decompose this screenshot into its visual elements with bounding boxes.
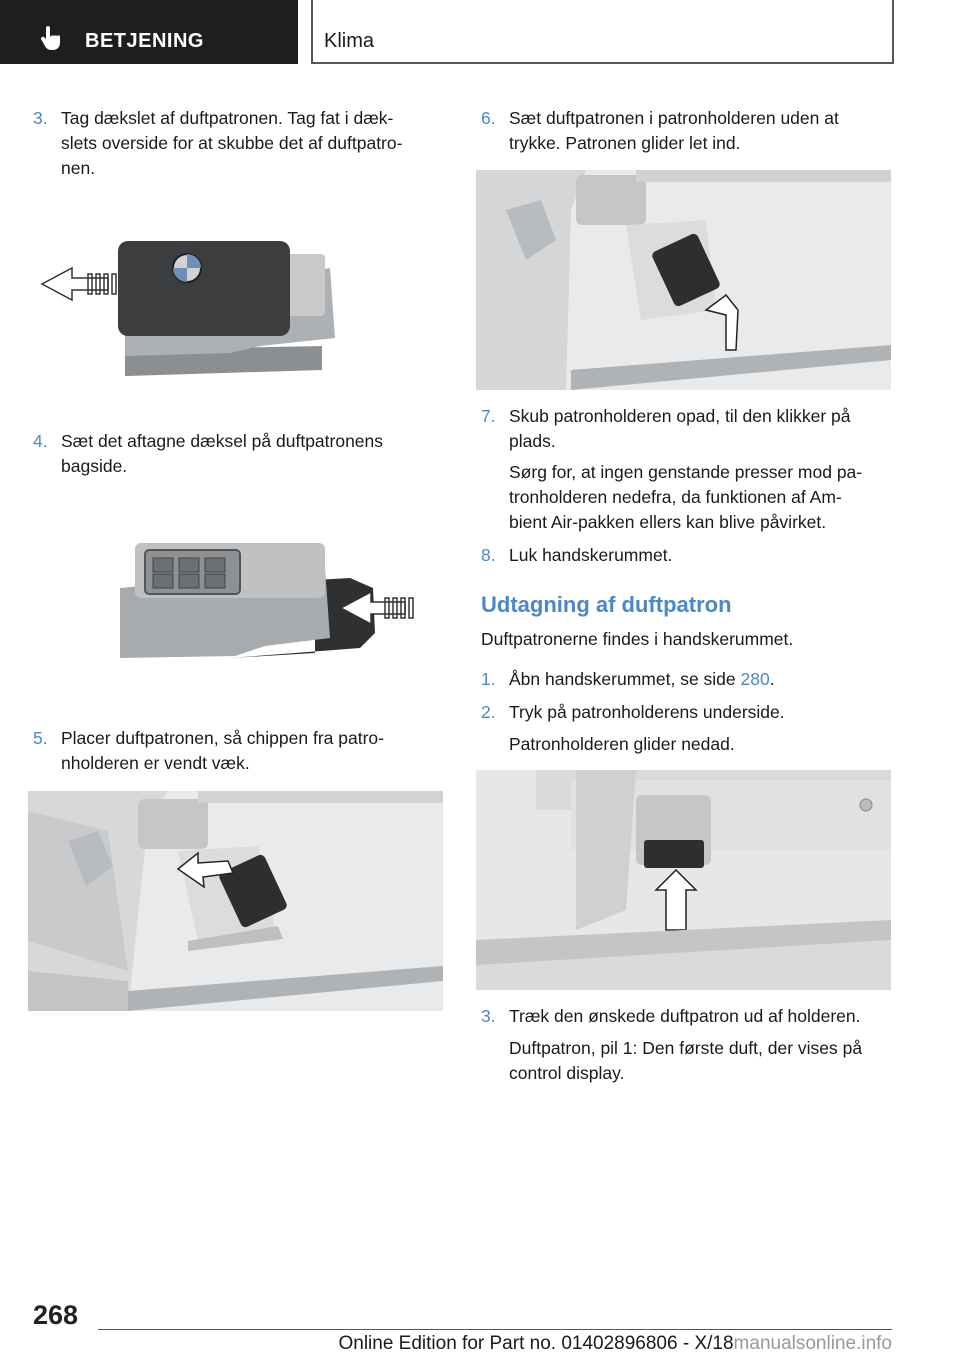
note-line: Duftpatron, pil 1: Den første duft, der … [509,1038,863,1058]
step-text-line: Tag dækslet af duftpatronen. Tag fat i d… [61,108,394,128]
section-tab: BETJENING [0,0,298,64]
step-number: 3. [33,108,48,128]
hand-pointer-icon [40,26,60,50]
step-number: 7. [481,406,496,426]
step-text-line: nen. [61,158,96,178]
figure-attach-cover [115,538,420,678]
step-text: Luk handskerummet. [509,545,673,565]
step-3-note: Duftpatron, pil 1: Den første duft, der … [509,1036,909,1086]
note-line: control display. [509,1063,625,1083]
intro-text: Duftpatronerne findes i handskerummet. [481,629,794,649]
step-text: Åbn handskerummet, se side 280. [509,669,775,689]
step-number: 4. [33,431,48,451]
note-line: bient Air-pakken ellers kan blive påvirk… [509,512,827,532]
step-text: Tryk på patronholderens underside. [509,702,785,722]
step-number: 5. [33,728,48,748]
step-text-line: Sæt det aftagne dæksel på duftpatronens [61,431,384,451]
step-number: 2. [481,702,496,722]
step-text: Træk den ønskede duftpatron ud af holder… [509,1006,861,1026]
step-text-line: plads. [509,431,556,451]
page-number: 268 [33,1300,79,1330]
footer-divider [98,1329,892,1330]
chapter-title: Klima [324,30,375,52]
step-2-note: Patronholderen glider nedad. [509,734,735,754]
step-number: 8. [481,545,496,565]
chapter-header-box [311,0,894,64]
note-line: tronholderen nedefra, da funktionen af A… [509,487,842,507]
watermark: manualsonline.info [733,1333,892,1354]
section-heading: Udtagning af duftpatron [481,592,732,617]
step-text-line: slets overside for at skubbe det af duft… [61,133,403,153]
step-text-line: nholderen er vendt væk. [61,753,250,773]
page-reference-link[interactable]: 280 [740,669,770,689]
figure-insert-cartridge [476,170,891,390]
step-7-note: Sørg for, at ingen genstande presser mod… [509,460,909,535]
figure-holder-slides-down [476,770,891,990]
step-text-line: Sæt duftpatronen i patronholderen uden a… [509,108,839,128]
figure-remove-cover [30,228,440,378]
section-title: BETJENING [85,30,204,52]
step-number: 3. [481,1006,496,1026]
figure-place-cartridge [28,791,443,1011]
step-number: 6. [481,108,496,128]
step-text-line: trykke. Patronen glider let ind. [509,133,741,153]
step-text-line: Skub patronholderen opad, til den klikke… [509,406,851,426]
step-text-line: Placer duftpatronen, så chippen fra patr… [61,728,384,748]
footer-edition: Online Edition for Part no. 01402896806 … [338,1333,892,1354]
note-line: Sørg for, at ingen genstande presser mod… [509,462,863,482]
step-number: 1. [481,669,496,689]
step-text-line: bagside. [61,456,128,476]
